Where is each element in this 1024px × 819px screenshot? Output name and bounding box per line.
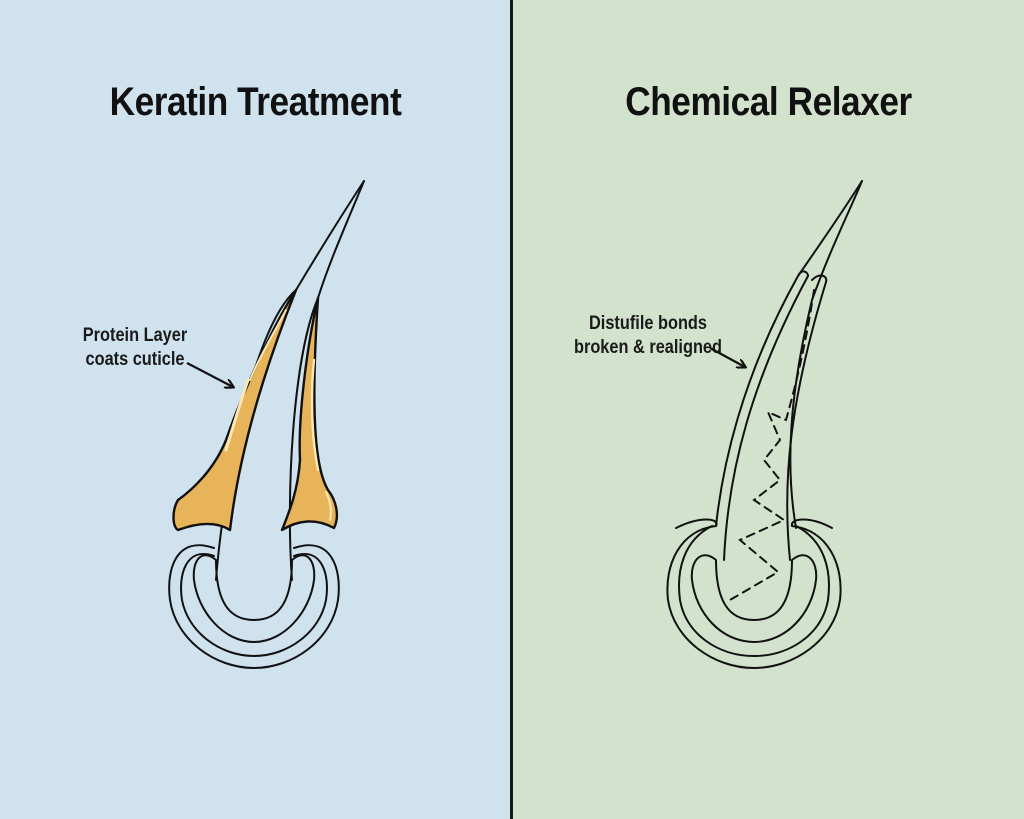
disulfide-bond-dashed-line bbox=[729, 289, 815, 601]
keratin-title: Keratin Treatment bbox=[109, 80, 402, 124]
relaxer-hair-follicle-icon bbox=[666, 180, 863, 669]
relaxer-title: Chemical Relaxer bbox=[625, 80, 912, 124]
disulfide-bonds-label: Distufile bonds broken & realigned bbox=[573, 313, 723, 358]
keratin-hair-follicle-icon bbox=[168, 180, 365, 669]
bonds-arrow-icon bbox=[709, 347, 745, 367]
relaxer-panel: Chemical Relaxer Distufile bonds broken … bbox=[513, 0, 1024, 819]
panel-divider bbox=[510, 0, 513, 819]
protein-layer-label: Protein Layer coats cuticle bbox=[82, 325, 188, 370]
protein-arrow-icon bbox=[186, 362, 233, 387]
